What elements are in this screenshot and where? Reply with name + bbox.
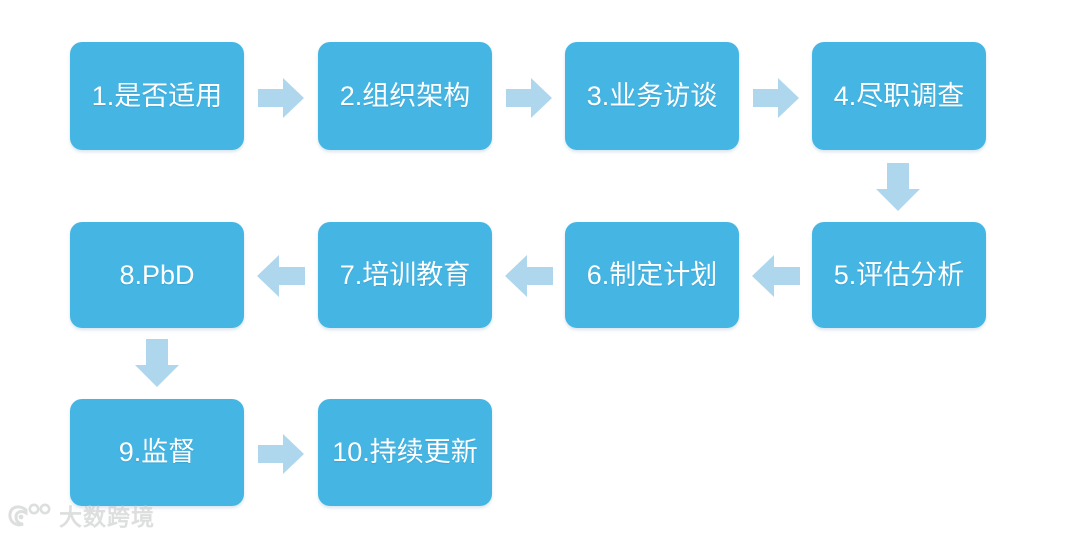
arrow-left-icon-5-to-6 [752,255,800,297]
flow-node-3[interactable]: 3.业务访谈 [565,42,739,150]
flow-node-1-label: 1.是否适用 [91,80,223,111]
arrow-down-icon-8-to-9 [135,339,179,387]
watermark-text: 大数跨境 [59,505,155,531]
flow-node-4-label: 4.尽职调查 [833,80,965,111]
arrow-right-icon-9-to-10 [258,434,304,474]
arrow-right-icon-3-to-4 [753,78,799,118]
watermark: 大数跨境 [8,503,155,534]
arrow-down-icon-4-to-5 [876,163,920,211]
arrow-right-icon-2-to-3 [506,78,552,118]
flow-node-8[interactable]: 8.PbD [70,222,244,328]
arrow-right-icon-1-to-2 [258,78,304,118]
flow-node-2-label: 2.组织架构 [339,80,471,111]
flow-node-5-label: 5.评估分析 [833,259,965,290]
flow-node-10[interactable]: 10.持续更新 [318,399,492,506]
flow-node-9-label: 9.监督 [118,437,196,467]
flow-node-7[interactable]: 7.培训教育 [318,222,492,328]
flow-node-3-label: 3.业务访谈 [586,80,718,111]
flow-node-4[interactable]: 4.尽职调查 [812,42,986,150]
flow-node-9[interactable]: 9.监督 [70,399,244,506]
flow-node-5[interactable]: 5.评估分析 [812,222,986,328]
arrow-left-icon-7-to-8 [257,255,305,297]
arrow-left-icon-6-to-7 [505,255,553,297]
flow-node-6-label: 6.制定计划 [586,259,718,290]
flow-node-2[interactable]: 2.组织架构 [318,42,492,150]
flow-node-10-label: 10.持续更新 [332,437,478,467]
flow-node-8-label: 8.PbD [119,259,195,290]
flow-node-6[interactable]: 6.制定计划 [565,222,739,328]
flow-node-1[interactable]: 1.是否适用 [70,42,244,150]
flow-node-7-label: 7.培训教育 [339,259,471,290]
dashu-kuajing-logo-icon [8,503,52,534]
